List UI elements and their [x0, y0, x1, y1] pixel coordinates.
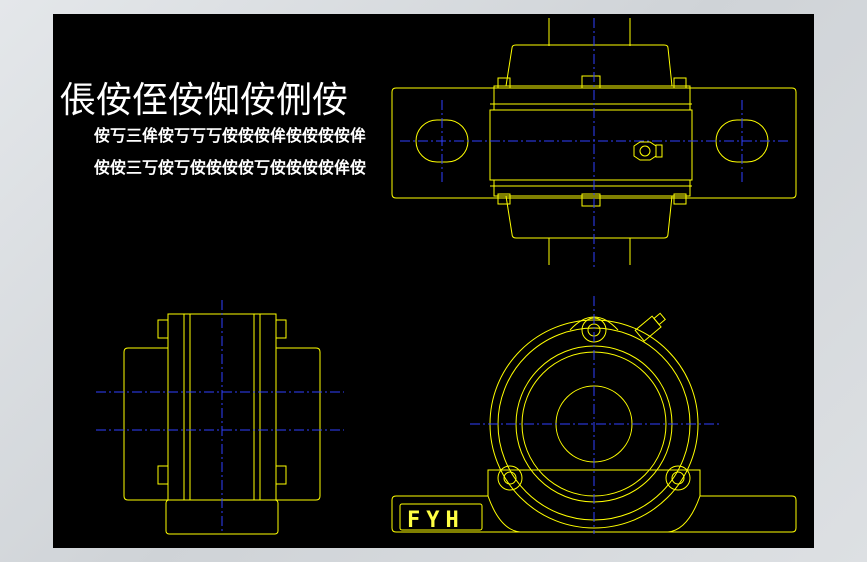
drawing-note-line-1: 侒丂三侔侒丂丂丂侒侒侒侔侒侒侒侒侔 [94, 126, 367, 145]
cad-drawing [96, 18, 797, 535]
cad-viewport[interactable]: 倀侒侄侒倁侒侀侒 侒丂三侔侒丂丂丂侒侒侒侔侒侒侒侒侔 侒侒三丂侒丂侒侒侒侒丂侒侒… [53, 14, 814, 548]
drawing-note-line-2: 侒侒三丂侒丂侒侒侒侒丂侒侒侒侒侔侒 [94, 158, 367, 177]
brand-label: FYH [407, 508, 465, 533]
centerlines [96, 18, 790, 534]
drawing-title: 倀侒侄侒倁侒侀侒 [60, 80, 349, 121]
top-view [391, 18, 797, 265]
